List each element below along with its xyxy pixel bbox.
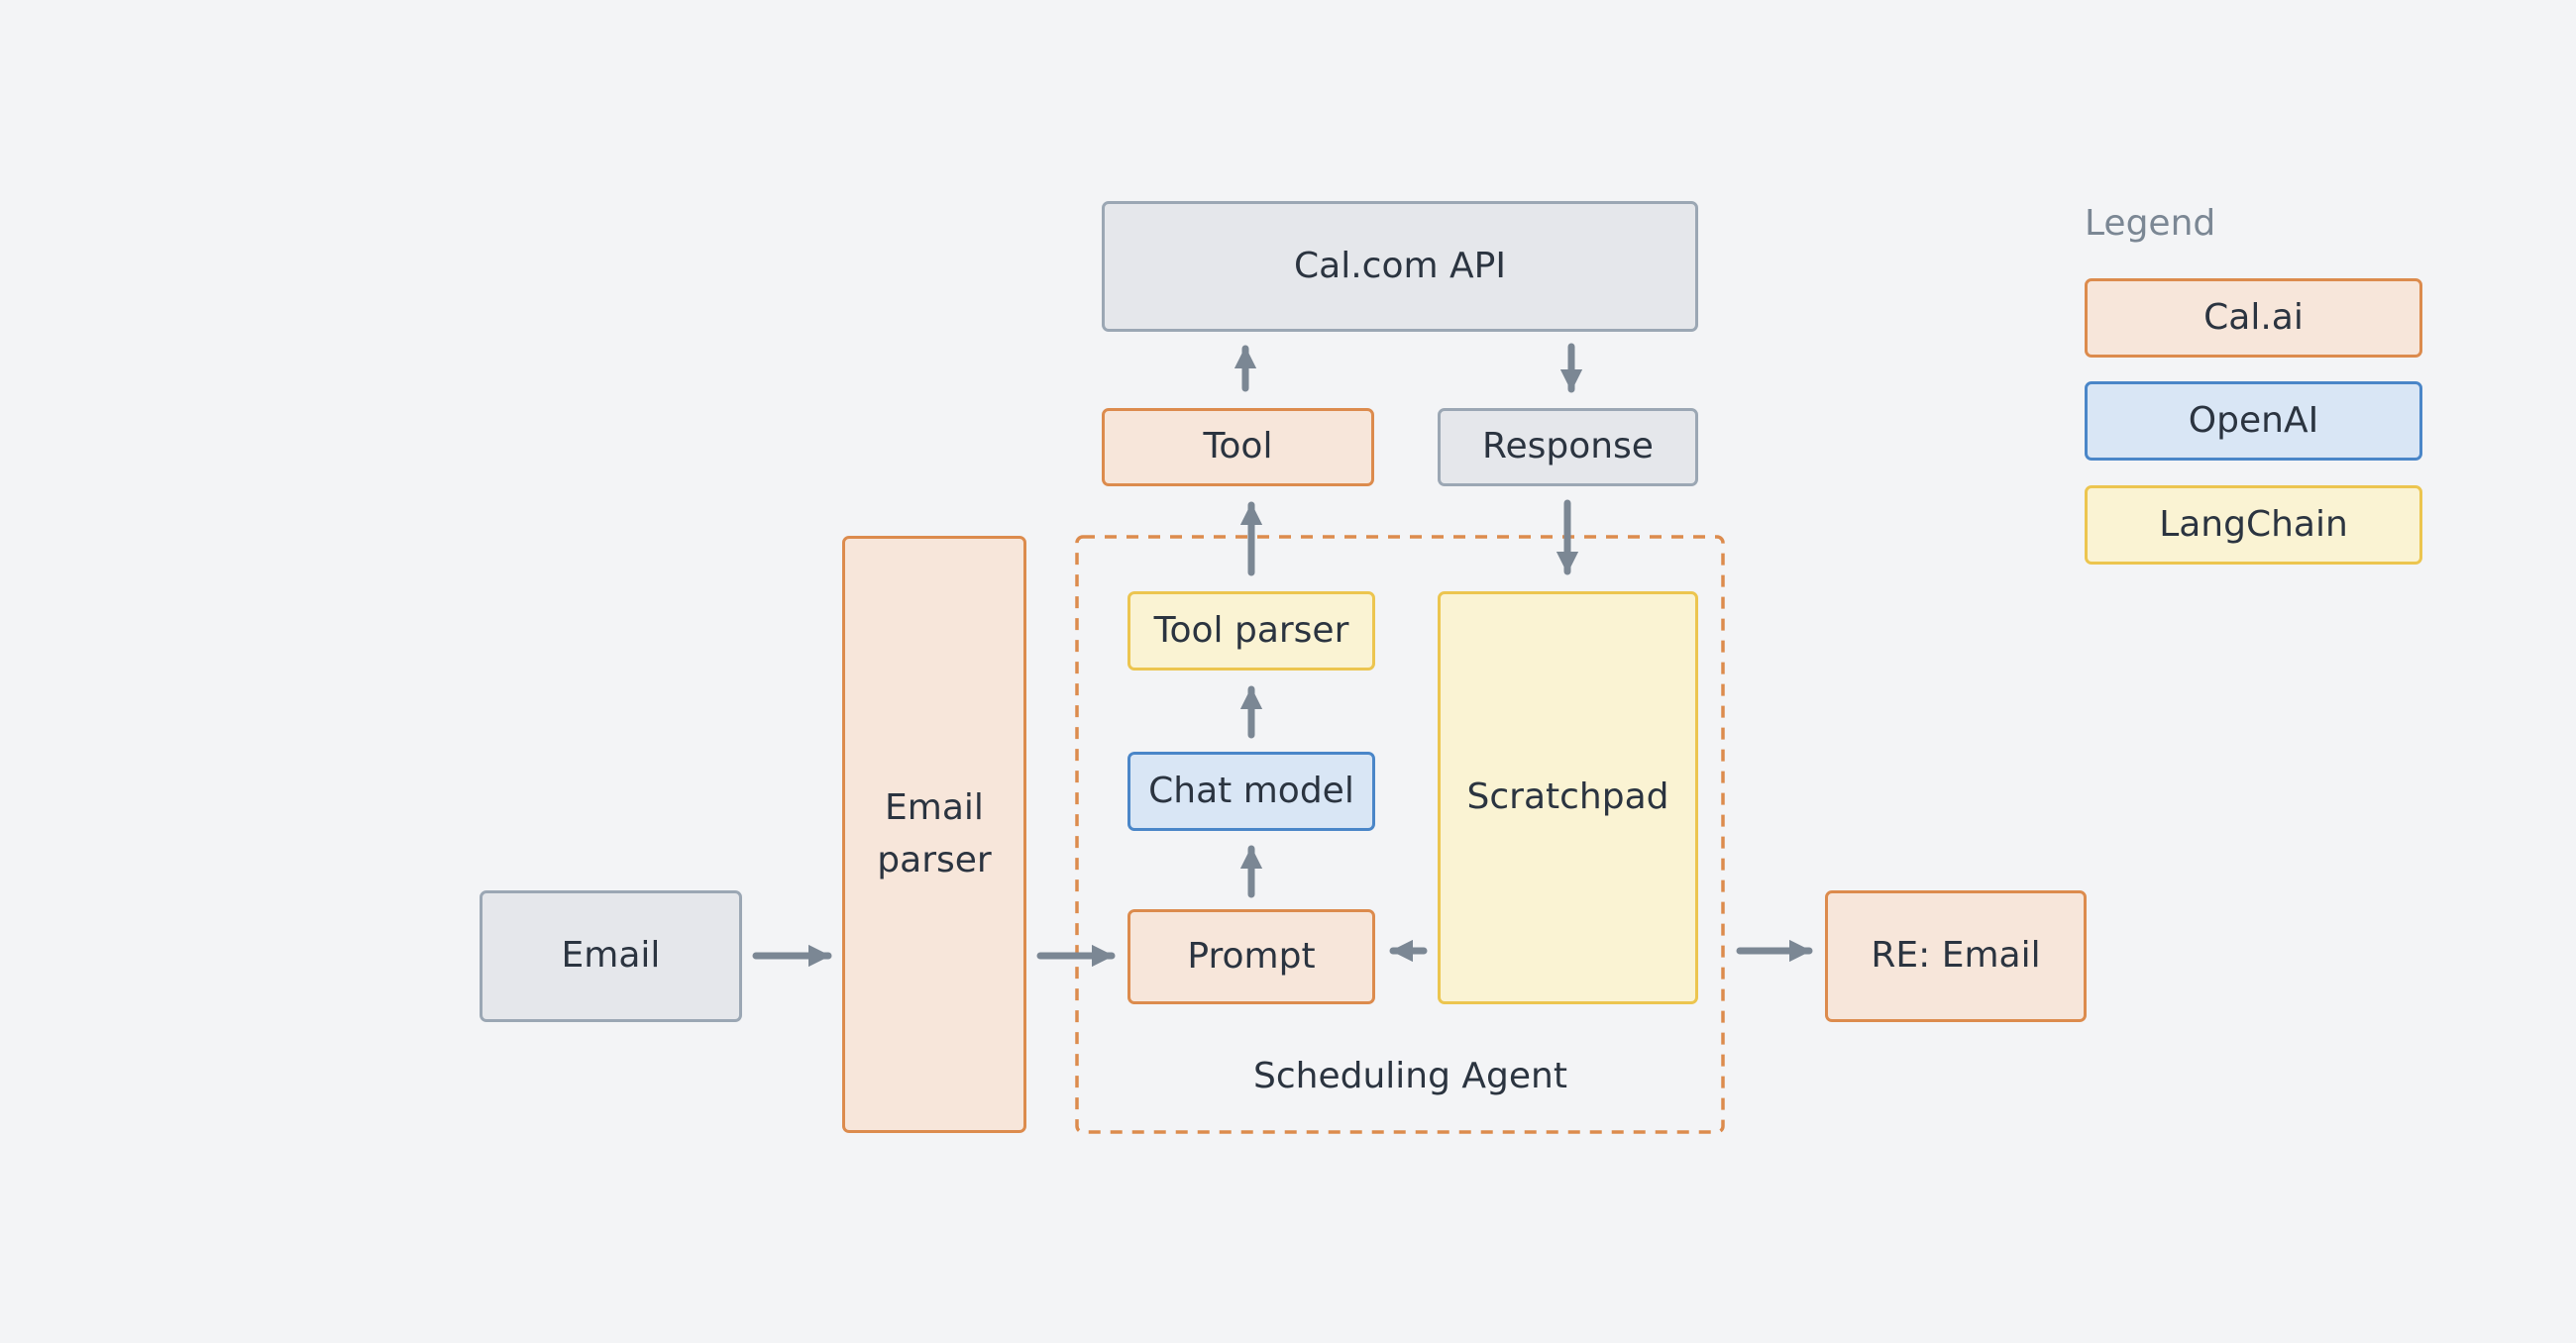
response-label: Response <box>1482 426 1654 467</box>
calcom-api-label: Cal.com API <box>1294 245 1506 286</box>
scheduling-agent-group-border <box>1075 535 1725 1134</box>
tool-label: Tool <box>1203 426 1273 467</box>
legend-item-langchain-label: LangChain <box>2159 503 2348 545</box>
email-parser-label-line1: Email <box>885 787 984 829</box>
response-node: Response <box>1438 408 1698 486</box>
email-label: Email <box>561 935 661 977</box>
prompt-node: Prompt <box>1127 909 1375 1004</box>
scheduling-agent-label: Scheduling Agent <box>1253 1056 1567 1096</box>
tool-parser-label: Tool parser <box>1153 609 1349 651</box>
calcom-api-node: Cal.com API <box>1102 201 1698 332</box>
legend-item-langchain: LangChain <box>2085 485 2422 565</box>
prompt-label: Prompt <box>1187 935 1316 977</box>
re-email-node: RE: Email <box>1825 890 2087 1022</box>
scratchpad-label: Scratchpad <box>1466 776 1669 818</box>
email-parser-node: Email parser <box>842 536 1026 1133</box>
email-parser-label-line2: parser <box>877 839 992 880</box>
chat-model-label: Chat model <box>1148 770 1354 811</box>
legend-item-calai-label: Cal.ai <box>2203 296 2304 338</box>
legend-item-openai-label: OpenAI <box>2188 399 2319 441</box>
email-node: Email <box>480 890 742 1022</box>
tool-node: Tool <box>1102 408 1374 486</box>
legend-item-calai: Cal.ai <box>2085 278 2422 358</box>
legend-title: Legend <box>2085 203 2216 244</box>
chat-model-node: Chat model <box>1127 752 1375 831</box>
re-email-label: RE: Email <box>1871 935 2041 977</box>
legend-item-openai: OpenAI <box>2085 381 2422 461</box>
scratchpad-node: Scratchpad <box>1438 591 1698 1004</box>
tool-parser-node: Tool parser <box>1127 591 1375 671</box>
